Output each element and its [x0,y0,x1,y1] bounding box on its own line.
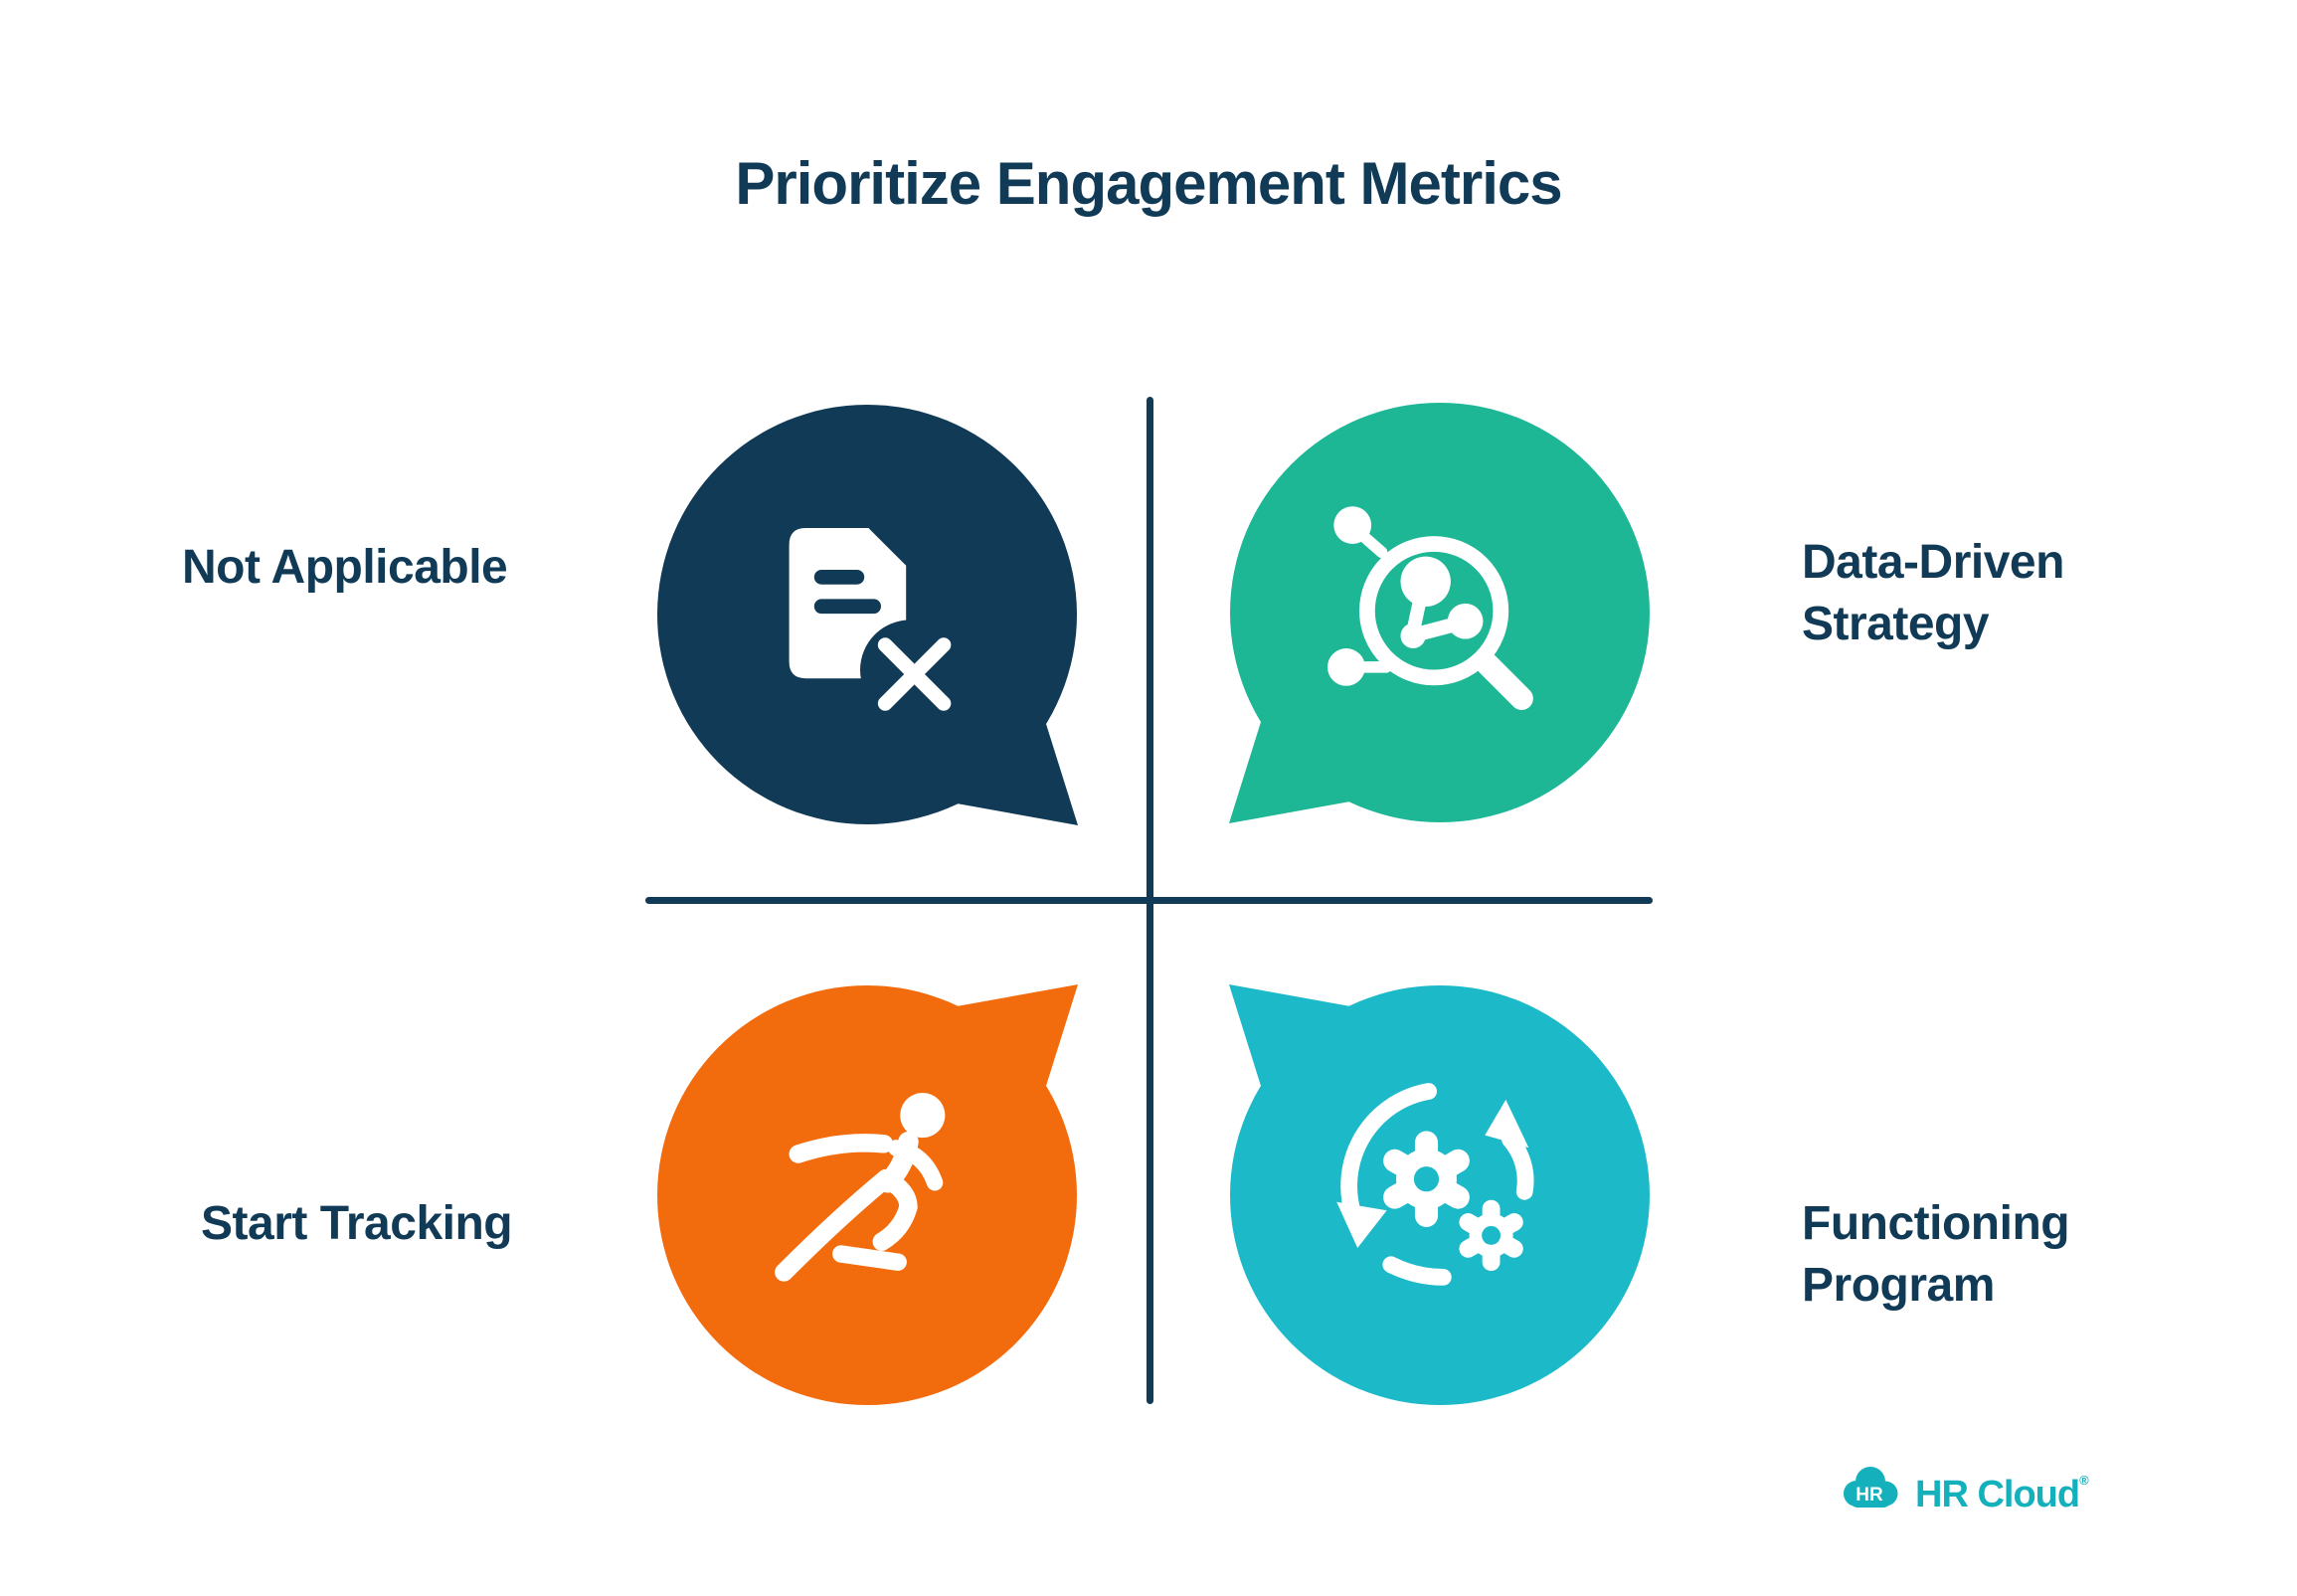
document-rejected-icon [789,528,961,721]
label-start-tracking: Start Tracking [201,1197,513,1250]
gears-cycle-icon [1336,1083,1534,1286]
speech-circle [1230,403,1650,822]
cloud-icon: HR [1844,1467,1898,1507]
label-not-applicable: Not Applicable [182,541,508,594]
horizontal-divider-line [645,897,1653,904]
large-gear [1383,1131,1470,1227]
logo-brand-text: HR Cloud [1915,1474,2080,1515]
data-magnifier-icon [1327,506,1533,710]
speech-tail [957,984,1078,1086]
registered-trademark: ® [2079,1473,2089,1488]
hr-cloud-logo: HR HR Cloud® [1840,1465,2089,1515]
speech-tail [1229,984,1350,1086]
page-title: Prioritize Engagement Metrics [735,150,1562,217]
speech-tail [957,724,1078,825]
speech-tail [1229,722,1350,823]
small-gear [1459,1199,1523,1272]
logo-badge-text: HR [1855,1485,1883,1506]
bubble-not-applicable [657,405,1078,825]
bubble-start-tracking [657,984,1078,1405]
label-data-driven-strategy: Data-Driven Strategy [1802,536,2064,650]
label-functioning-program: Functioning Program [1802,1197,2070,1312]
bubble-functioning-program [1229,984,1650,1405]
bubble-data-driven-strategy [1229,403,1650,823]
runner-icon [775,1093,946,1282]
